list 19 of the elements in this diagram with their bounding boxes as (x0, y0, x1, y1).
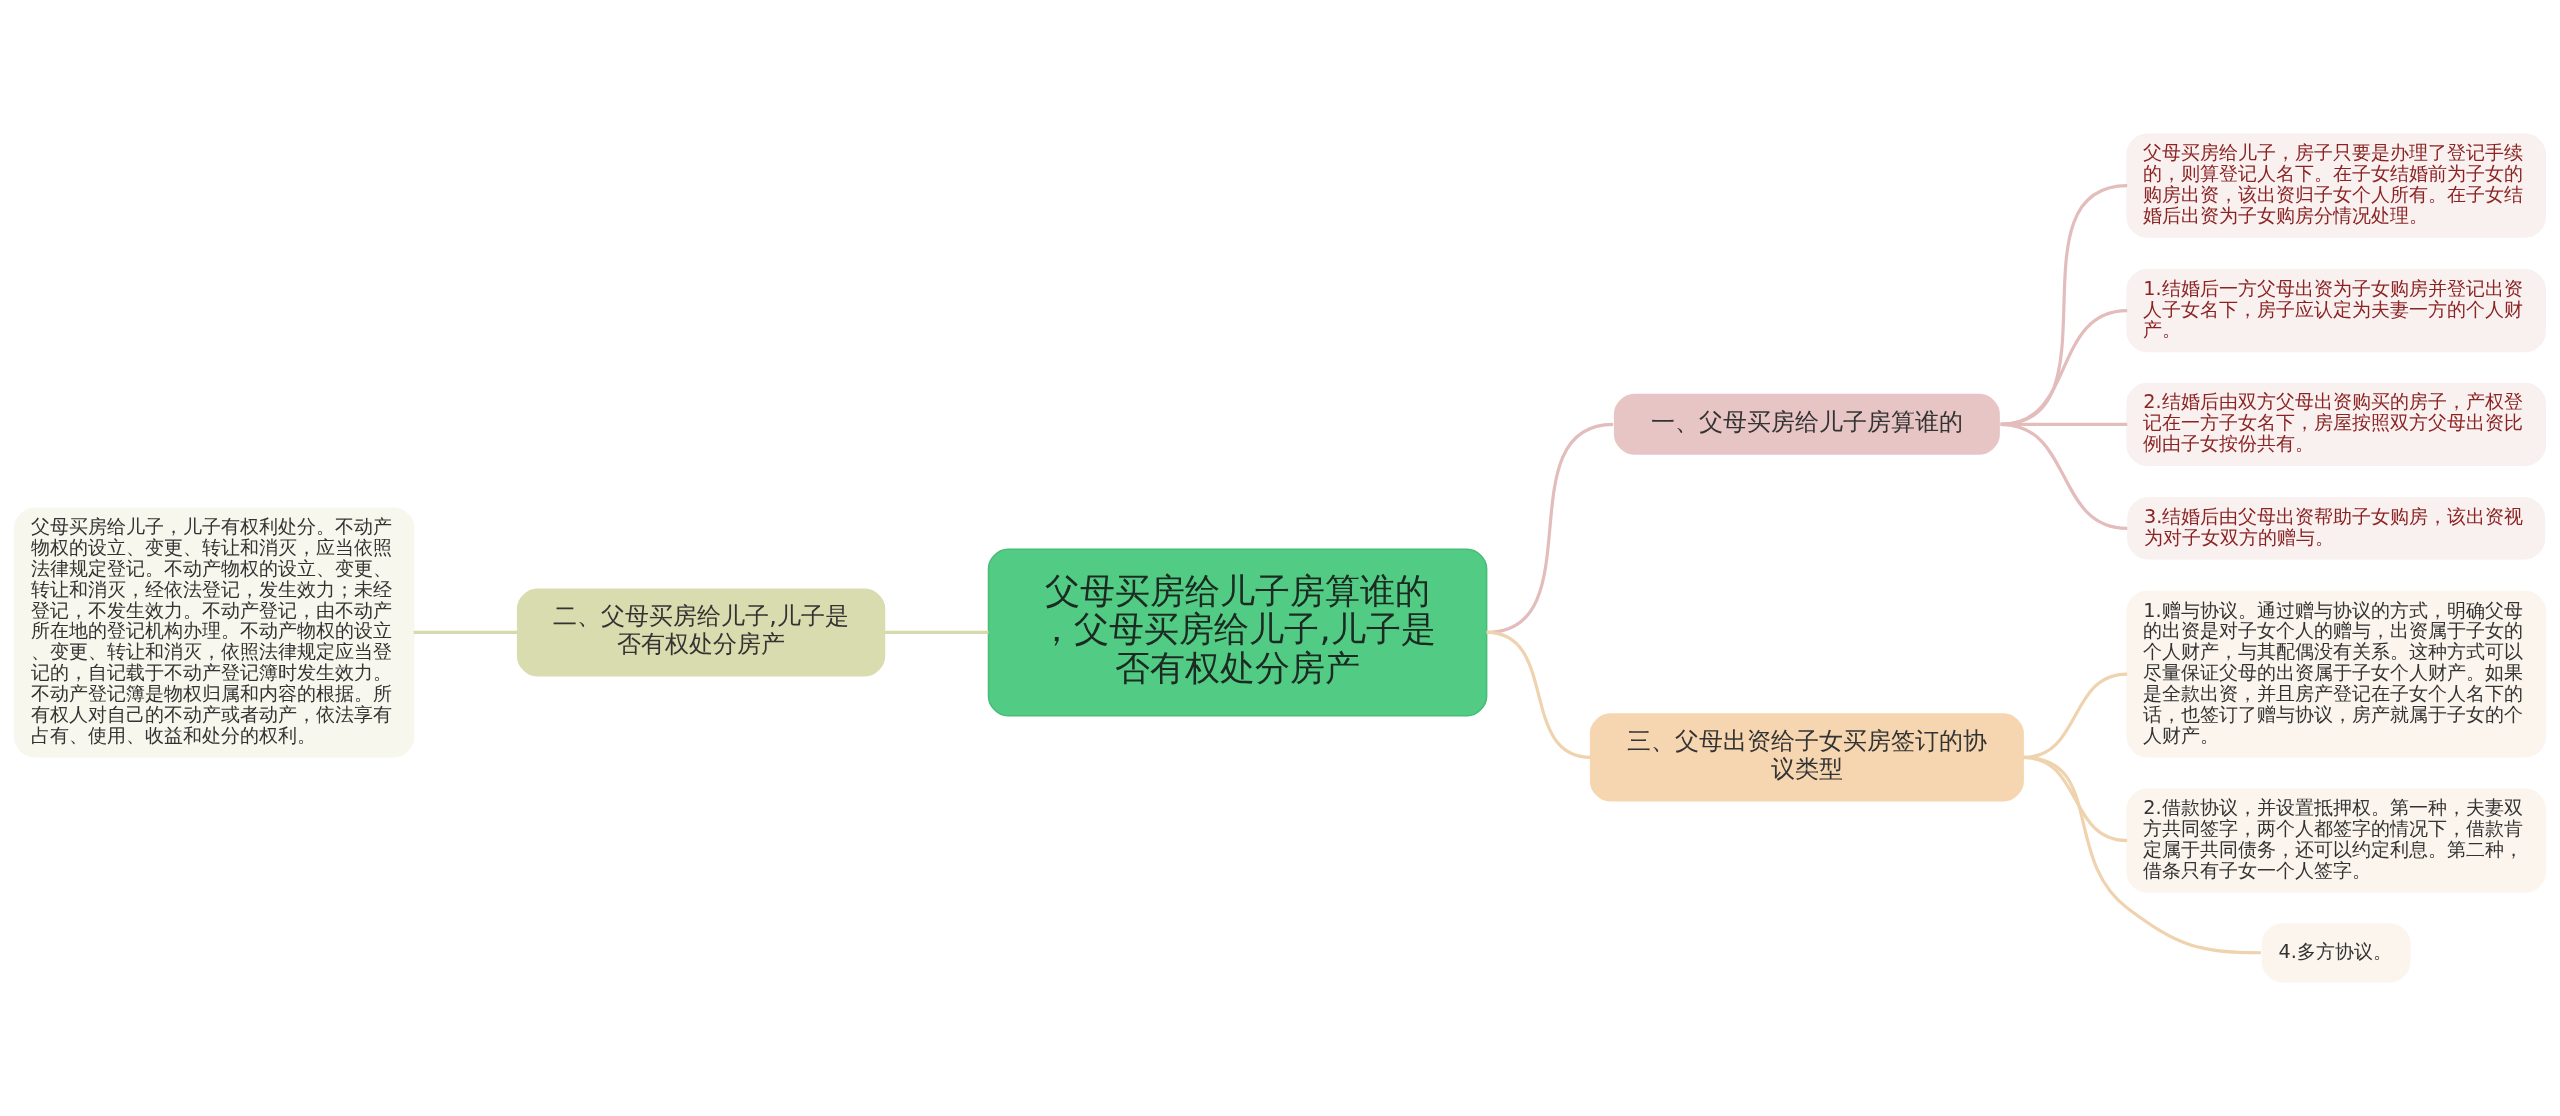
node-box: 三、父母出资给子女买房签订的协议类型 (1589, 713, 2024, 802)
node-box: 2.借款协议，并设置抵押权。第一种，夫妻双方共同签字，两个人都签字的情况下，借款肯定属于共同债务，还可以约定利息。第二种，借条只有子女一个人签字。 (2126, 788, 2546, 893)
connector (884, 630, 989, 635)
node-box: 3.结婚后由父母出资帮助子女购房，该出资视为对子女双方的赠与。 (2127, 497, 2546, 560)
connector (2000, 184, 2128, 426)
node-box: 一、父母买房给儿子房算谁的 (1613, 393, 2000, 455)
connector (2000, 309, 2128, 426)
node-box: 父母买房给儿子，房子只要是办理了登记手续的，则算登记人名下。在子女结婚前为子女的购房出资，该出资归子女个人所有。在子女结婚后出资为子女购房分情况处理。 (2126, 133, 2546, 238)
connector (2022, 755, 2261, 955)
connector (1486, 630, 1591, 759)
node-box: 父母买房给儿子，儿子有权利处分。不动产物权的设立、变更、转让和消灭，应当依照法律规定登记。不动产物权的设立、变更、转让和消灭，经依法登记，发生效力；未经登记，不发生效力。不动产登记，由不动产所在地的登记机构办理。不动产物权的设立、变更、转让和消灭，依照法律规定应当登记的，自记载于不动产登记簿时发生效力。不动产登记簿是物权归属和内容的根据。所有权人对自己的不动产或者动产，依法享有占有、使用、收益和处分的权利。 (14, 507, 415, 758)
connector (413, 630, 518, 635)
node-box: 4.多方协议。 (2261, 923, 2411, 983)
node-box: 父母买房给儿子房算谁的，父母买房给儿子,儿子是否有权处分房产 (987, 548, 1488, 717)
node-box: 1.赠与协议。通过赠与协议的方式，明确父母的出资是对子女个人的赠与，出资属于子女的个人财产，与其配偶没有关系。这种方式可以尽量保证父母的出资属于子女个人财产。如果是全款出资，并且房产登记在子女个人名下的话，也签订了赠与协议，房产就属于子女的个人财产。 (2126, 590, 2546, 758)
connector (2000, 422, 2128, 530)
node-box: 2.结婚后由双方父母出资购买的房子，产权登记在一方子女名下，房屋按照双方父母出资比例由子女按份共有。 (2126, 382, 2546, 466)
node-box: 二、父母买房给儿子,儿子是否有权处分房产 (516, 588, 886, 677)
node-box: 1.结婚后一方父母出资为子女购房并登记出资人子女名下，房子应认定为夫妻一方的个人财产。 (2126, 268, 2546, 353)
